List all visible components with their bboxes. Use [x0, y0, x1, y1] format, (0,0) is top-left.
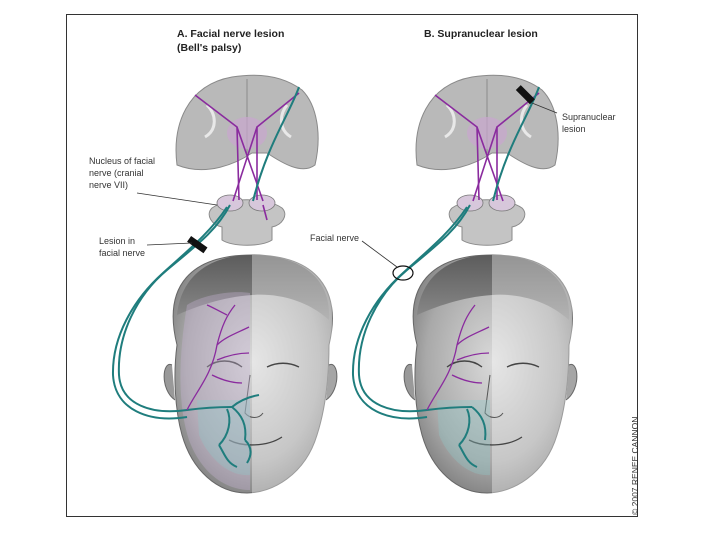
panel-a — [111, 74, 338, 495]
illustration — [111, 74, 578, 495]
panel-a-title: A. Facial nerve lesion (Bell's palsy) — [177, 27, 284, 55]
brainstem-a — [208, 194, 286, 246]
copyright-credit: © 2007 RENEE CANNON — [630, 416, 640, 515]
face-a — [163, 254, 338, 495]
panel-b — [351, 74, 578, 495]
supranuclear-label: Supranuclear lesion — [562, 111, 616, 135]
supranuclear-label-line1: Supranuclear — [562, 112, 616, 122]
leader-facial-nerve — [361, 240, 398, 268]
lesion-label: Lesion in facial nerve — [99, 235, 145, 259]
supranuclear-label-line2: lesion — [562, 124, 586, 134]
panel-a-title-line2: (Bell's palsy) — [177, 42, 242, 54]
leader-nucleus — [136, 192, 218, 206]
face-nerve-branches-upper-a — [186, 304, 250, 411]
lesion-marker-a — [187, 235, 208, 254]
lesion-marker-b — [515, 85, 535, 105]
leader-supranuclear — [531, 102, 558, 114]
lesion-label-line1: Lesion in — [99, 236, 136, 246]
nucleus-label-line1: Nucleus of facial — [89, 156, 156, 166]
face-b — [403, 254, 578, 495]
upper-motor-pathway-a — [194, 92, 300, 221]
face-nerve-branches-upper-b — [426, 304, 490, 411]
leader-lesion — [146, 242, 193, 246]
figure-frame: A. Facial nerve lesion (Bell's palsy) B.… — [66, 14, 638, 517]
brain-b — [415, 74, 559, 171]
nucleus-label-line3: nerve VII) — [89, 180, 129, 190]
facial-nerve-b — [351, 86, 540, 468]
panel-a-title-line1: A. Facial nerve lesion — [177, 28, 285, 40]
nucleus-label-line2: nerve (cranial — [89, 168, 144, 178]
facial-nerve-label: Facial nerve — [310, 233, 360, 243]
facial-nerve-marker — [392, 265, 414, 281]
upper-motor-pathway-b — [434, 92, 540, 202]
nucleus-label: Nucleus of facial nerve (cranial nerve V… — [89, 155, 155, 191]
lesion-label-line2: facial nerve — [99, 248, 146, 258]
panel-b-title: B. Supranuclear lesion — [424, 28, 538, 40]
brain-a — [175, 74, 319, 171]
